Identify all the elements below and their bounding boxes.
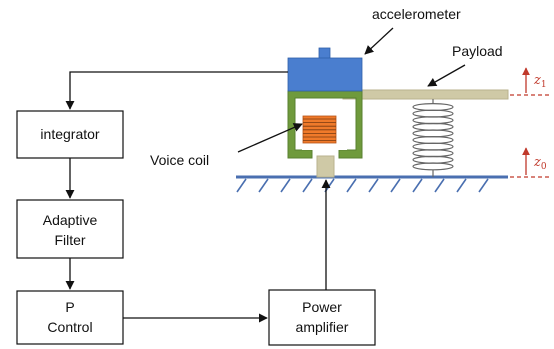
p-control-block [16, 290, 124, 345]
ground-hatch-line [456, 178, 467, 193]
ground-hatch-line [478, 178, 489, 193]
spring-coil [412, 149, 454, 158]
actuator-shaft [316, 155, 335, 178]
integrator-label: integrator [40, 126, 99, 142]
payload-label: Payload [452, 43, 503, 59]
svg-text:z0: z0 [533, 155, 547, 172]
spring-coil [412, 162, 454, 171]
power-amplifier-label-line2: amplifier [296, 319, 349, 335]
ground-hatch-line [368, 178, 379, 193]
payload-plate [342, 89, 509, 100]
ground [236, 175, 508, 193]
adaptive-filter-block [16, 199, 124, 259]
z0-base: z [533, 155, 541, 170]
power-amplifier-block [268, 289, 376, 346]
power-amplifier-label-line1: Power [302, 299, 342, 315]
accelerometer-body [287, 57, 363, 92]
spring-coil [412, 102, 454, 111]
voice-coil-label: Voice coil [150, 152, 209, 168]
z1-base: z [533, 73, 541, 88]
voice-coil-pointer [237, 123, 303, 153]
p-control-label-line1: P [65, 299, 74, 315]
spring-coil [412, 155, 454, 164]
spring-coil [412, 109, 454, 118]
p-control-label-line2: Control [47, 319, 92, 335]
actuator-housing [287, 90, 363, 159]
accelerometer [287, 47, 363, 92]
ground-hatch-line [236, 178, 247, 193]
ground-hatch-line [390, 178, 401, 193]
ground-hatch-line [302, 178, 313, 193]
ground-hatch-line [280, 178, 291, 193]
z1-marker: z1 [510, 67, 552, 96]
coil-windings [302, 115, 337, 144]
z0-marker: z0 [510, 147, 552, 178]
svg-text:z1: z1 [533, 73, 547, 90]
ground-hatch-line [258, 178, 269, 193]
accelerometer-pointer [364, 27, 394, 55]
spring-coil [412, 122, 454, 131]
voice-coil-actuator [287, 90, 363, 178]
adaptive-filter-label-line1: Adaptive [43, 212, 98, 228]
ground-hatch-line [434, 178, 445, 193]
ground-hatch-line [346, 178, 357, 193]
accelerometer-to-integrator-arrow [65, 71, 288, 110]
spring [412, 99, 454, 177]
accelerometer-label: accelerometer [372, 6, 461, 22]
spring-coil [412, 136, 454, 145]
payload-pointer [427, 64, 466, 87]
spring-coil [412, 142, 454, 151]
spring-coil [412, 129, 454, 138]
spring-coil [412, 116, 454, 125]
adaptive-filter-label-line2: Filter [54, 232, 85, 248]
ground-hatch-line [412, 178, 423, 193]
integrator-block [16, 110, 124, 159]
z1-subscript: 1 [541, 80, 547, 90]
z0-subscript: 0 [541, 162, 547, 172]
